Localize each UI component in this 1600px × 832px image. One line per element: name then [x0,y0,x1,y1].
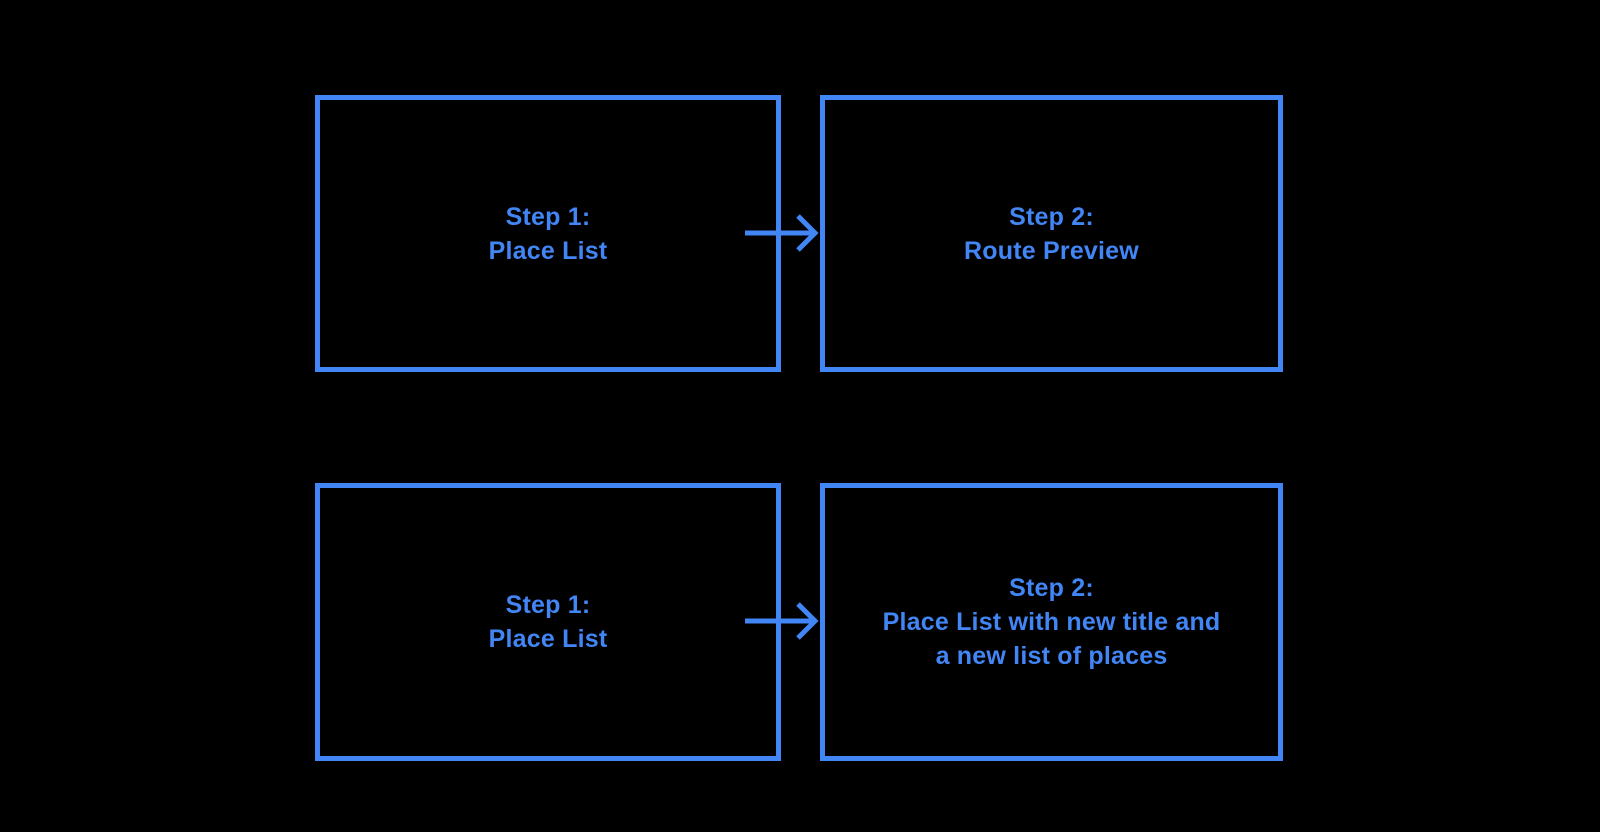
arrow-right-icon [745,214,819,252]
flow-box-step1-place-list-top: Step 1: Place List [315,95,781,372]
flow-box-line: Place List [488,625,608,653]
arrow-right-icon [745,602,819,640]
flow-box-label: Step 2: Route Preview [964,200,1139,268]
flow-box-line: a new list of places [935,642,1168,670]
flow-box-label: Step 1: Place List [489,200,608,268]
flow-box-line: Route Preview [964,236,1139,265]
flow-box-line: Step 1: [505,202,591,231]
flow-box-line: Step 2: [1009,574,1094,602]
flow-box-label: Step 1: Place List [489,588,608,656]
flow-box-line: Step 2: [1009,202,1094,231]
flow-box-step1-place-list-bottom: Step 1: Place List [315,483,781,761]
flow-box-line: Place List [488,236,608,265]
flow-box-step2-place-list-new-title: Step 2: Place List with new title and a … [820,483,1283,761]
flow-box-label: Step 2: Place List with new title and a … [883,571,1221,673]
flow-box-line: Place List with new title and [882,608,1221,636]
flow-box-line: Step 1: [505,591,591,619]
flow-box-step2-route-preview: Step 2: Route Preview [820,95,1283,372]
